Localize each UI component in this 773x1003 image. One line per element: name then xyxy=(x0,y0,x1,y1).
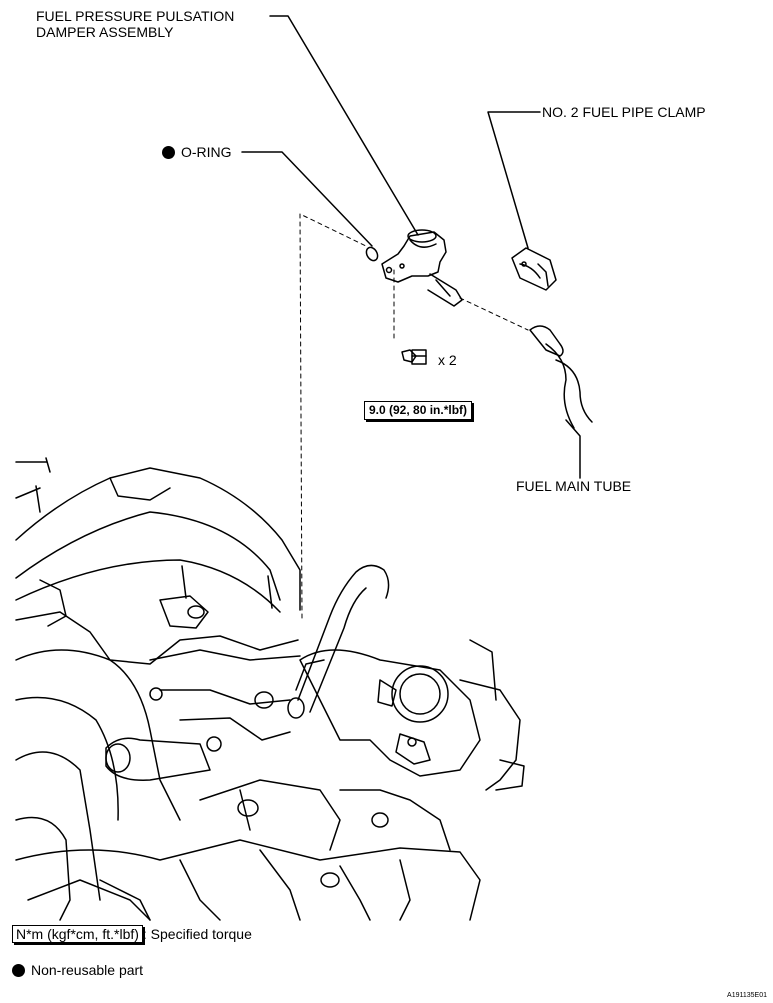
damper-label-line2: DAMPER ASSEMBLY xyxy=(36,24,174,40)
damper-label-line1: FUEL PRESSURE PULSATION xyxy=(36,8,235,24)
nonreusable-legend: Non-reusable part xyxy=(12,962,143,979)
clamp-label: NO. 2 FUEL PIPE CLAMP xyxy=(542,104,706,120)
leader-lines xyxy=(241,15,581,479)
engine-illustration xyxy=(15,457,525,921)
oring-label: O-RING xyxy=(162,144,232,161)
filled-circle-icon xyxy=(162,146,175,159)
fuel-main-tube-part xyxy=(529,325,593,429)
bolt-quantity-label: x 2 xyxy=(438,352,457,368)
dashed-install-lines xyxy=(299,213,529,619)
torque-legend: N*m (kgf*cm, ft.*lbf): Specified torque xyxy=(12,925,252,943)
pipe-clamp-part xyxy=(511,247,557,291)
pulsation-damper-part xyxy=(381,229,463,307)
figure-code: A191135E01 xyxy=(727,992,767,999)
oring-label-text: O-RING xyxy=(181,144,232,160)
nonreusable-legend-text: Non-reusable part xyxy=(31,962,144,978)
filled-circle-icon xyxy=(12,964,25,977)
o-ring-part xyxy=(365,246,379,262)
bolt-part xyxy=(401,349,427,365)
fuel-main-tube-label: FUEL MAIN TUBE xyxy=(516,478,632,494)
torque-spec-box: 9.0 (92, 80 in.*lbf) xyxy=(364,401,473,420)
torque-legend-text: : Specified torque xyxy=(142,926,252,942)
torque-unit-box: N*m (kgf*cm, ft.*lbf) xyxy=(12,925,143,943)
